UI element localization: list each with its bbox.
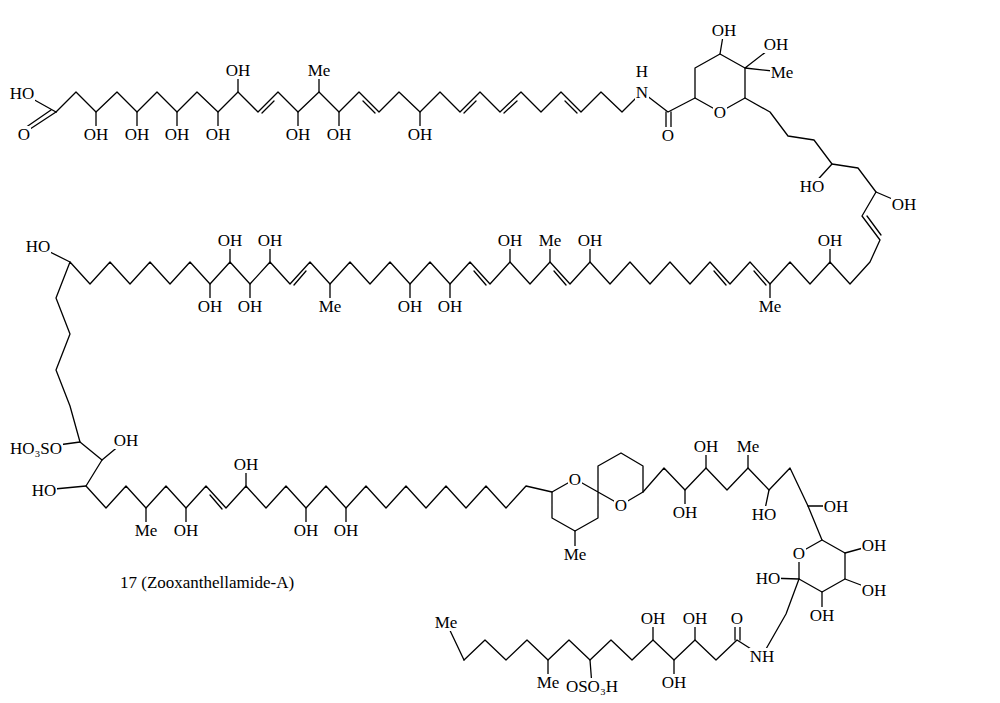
atom-label: OH <box>763 36 790 53</box>
atom-label: OH <box>809 607 836 624</box>
atom-label: OH <box>225 62 252 79</box>
atom-label: HO <box>9 85 36 102</box>
atom-label: OH <box>205 126 232 143</box>
atom-label: OH <box>577 232 604 249</box>
atom-label: O <box>17 126 31 143</box>
atom-label: Me <box>736 438 761 455</box>
atom-label: OH <box>124 126 151 143</box>
substituent-bonds <box>22 30 904 686</box>
atom-label: Me <box>434 614 459 631</box>
atom-label: OH <box>285 126 312 143</box>
atom-label: OH <box>333 522 360 539</box>
atom-label: OH <box>661 674 688 691</box>
atom-label: OH <box>397 298 424 315</box>
atom-label: HO <box>31 482 58 499</box>
atom-label: OH <box>173 522 200 539</box>
atom-label: Me <box>538 232 563 249</box>
atom-label: N <box>635 84 649 101</box>
atom-label: OH <box>823 498 850 515</box>
atom-label: Me <box>134 522 159 539</box>
atom-label: OH <box>861 537 888 554</box>
atom-label: HO <box>799 178 826 195</box>
atom-label: OH <box>83 126 110 143</box>
atom-label: OH <box>326 126 353 143</box>
atom-label: OH <box>237 298 264 315</box>
atom-label: Me <box>307 62 332 79</box>
compound-caption: 17 (Zooxanthellamide-A) <box>120 574 294 593</box>
atom-label: OH <box>817 232 844 249</box>
atom-label: OH <box>197 298 224 315</box>
atom-label: Me <box>536 674 561 691</box>
atom-label: Me <box>318 298 343 315</box>
atom-label: OH <box>891 196 918 213</box>
double-bonds <box>22 101 881 640</box>
atom-label: HO <box>751 506 778 523</box>
atom-label: OSO₃H <box>565 678 619 695</box>
atom-label: OH <box>682 610 709 627</box>
atom-label: OH <box>164 126 191 143</box>
atom-label: OH <box>233 456 260 473</box>
atom-label: Me <box>563 546 588 563</box>
atom-label: O <box>661 127 675 144</box>
ring-bonds <box>552 54 845 592</box>
atom-label: OH <box>293 522 320 539</box>
atom-label: H <box>635 63 649 80</box>
atom-label: OH <box>497 232 524 249</box>
atom-label: OH <box>217 232 244 249</box>
atom-label: O <box>713 104 727 121</box>
atom-label: HO <box>25 238 52 255</box>
atom-label: NH <box>749 648 776 665</box>
atom-label: O <box>730 610 744 627</box>
carbon-backbone <box>56 92 880 660</box>
atom-label: O <box>568 471 582 488</box>
atom-label: OH <box>407 126 434 143</box>
atom-label: OH <box>711 22 738 39</box>
atom-label: O <box>614 497 628 514</box>
atom-label: OH <box>257 232 284 249</box>
atom-label: O <box>792 545 806 562</box>
atom-label: OH <box>113 432 140 449</box>
atom-label: Me <box>758 298 783 315</box>
atom-label: OH <box>861 582 888 599</box>
atom-label: Me <box>770 64 795 81</box>
atom-label: OH <box>437 298 464 315</box>
atom-label: OH <box>640 610 667 627</box>
atom-label: HO <box>755 570 782 587</box>
atom-label: OH <box>672 504 699 521</box>
atom-label: OH <box>693 438 720 455</box>
atom-label: HO₃SO <box>9 440 63 457</box>
